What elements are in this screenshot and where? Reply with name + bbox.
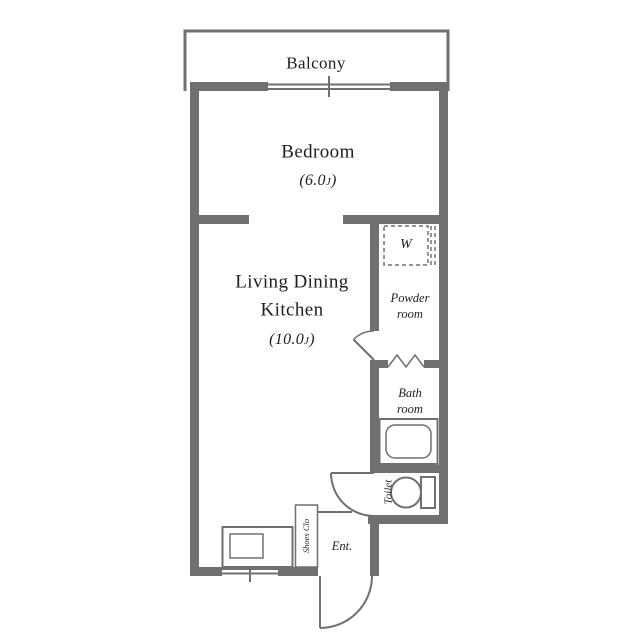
balcony-outline [183,29,450,91]
bedroom-label: Bedroom [281,141,355,163]
bath-folding-door [387,353,425,369]
entrance-label: Ent. [331,538,353,553]
wall-powder-bath-left [370,360,388,368]
bedroom-size-close: ) [331,172,337,189]
wall-corridor-upper [370,215,379,331]
wall-top-left [190,82,268,91]
ldk-size-value: (10.0 [269,331,304,348]
toilet-door [330,472,375,517]
wall-corridor-mid [370,360,379,473]
wall-corridor-lower [370,515,379,576]
window-top [268,76,390,97]
bedroom-size-value: (6.0 [299,172,326,189]
walls [190,82,448,576]
wall-toilet-bottom [368,515,448,524]
wall-powder-bath-right [424,360,448,368]
powder-room-door [352,330,375,361]
wall-bath-toilet [370,465,448,473]
wall-bedroom-divider-left [190,215,249,224]
ldk-label-line2: Kitchen [260,299,324,321]
bedroom-size: (6.0J) [299,173,336,189]
ldk-label-line1: Living Dining [235,271,349,293]
ldk-size-close: ) [309,331,315,348]
wall-top-right [390,82,448,91]
powder-room-label-line1: Powder [390,290,430,305]
toilet-icon [390,476,436,509]
shoes-closet-label: Shoes Clo [300,518,311,554]
entrance-door [319,575,373,629]
balcony-label: Balcony [286,53,346,73]
bedroom-size-unit: J [325,176,332,188]
bathtub-icon [378,418,439,465]
powder-room-label-line2: room [397,306,423,321]
wall-left [190,82,199,575]
ldk-size-unit: J [304,335,310,347]
kitchen-counter-icon [221,526,294,568]
washer-storage-label: W [400,237,412,252]
wall-bedroom-divider-right [343,215,448,224]
wall-bottom-mid [278,567,318,576]
wall-bottom-left [190,567,222,576]
wall-right [439,82,448,524]
toilet-label: Toilet [382,479,395,505]
bath-room-label-line1: Bath [398,385,422,400]
ldk-size: (10.0J) [269,332,315,348]
bath-room-label-line2: room [397,401,423,416]
washer-closet-box [383,225,436,266]
shoes-closet-box [294,504,319,568]
